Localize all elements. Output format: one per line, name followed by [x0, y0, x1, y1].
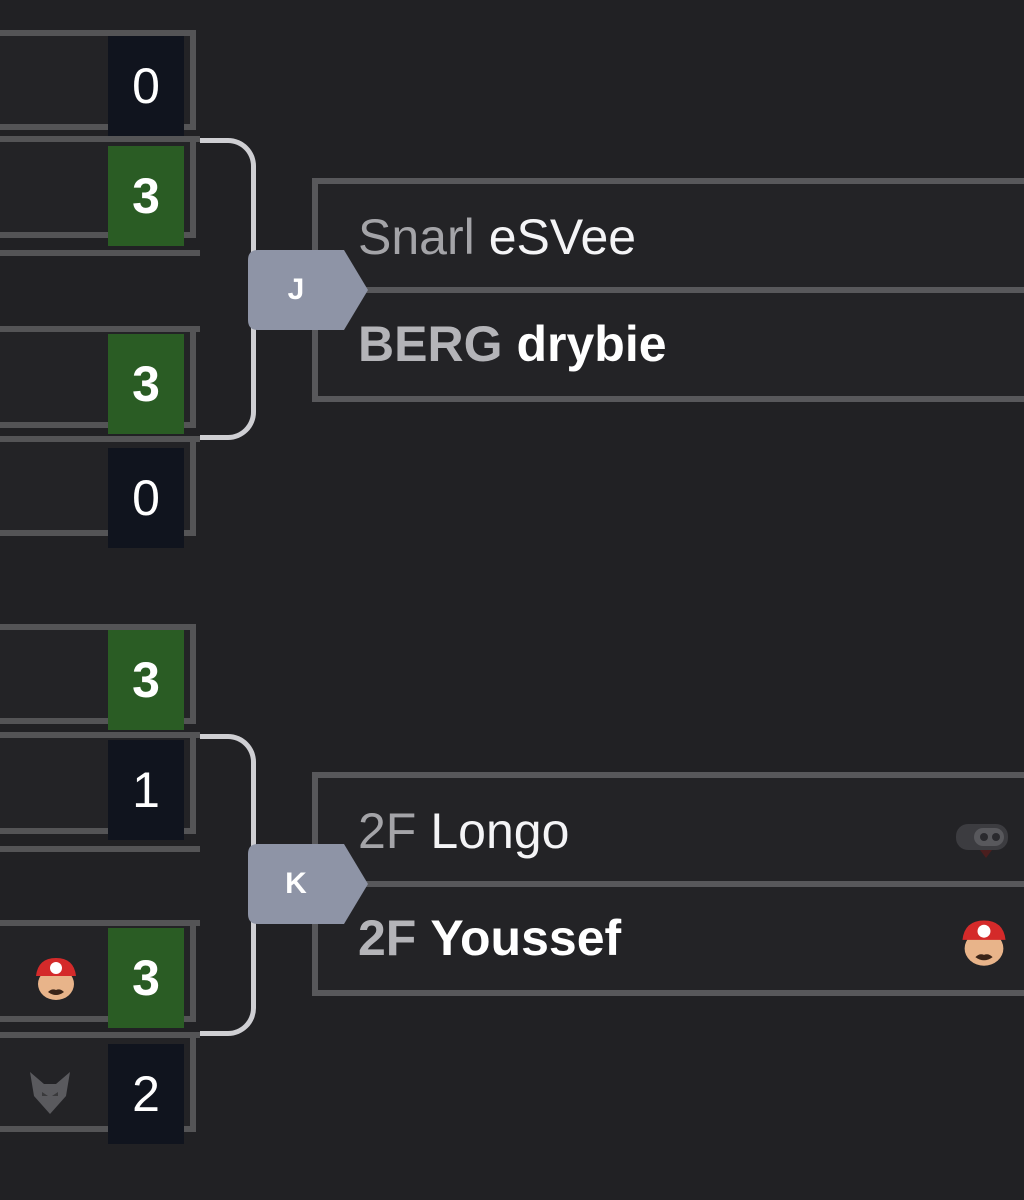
badge-shape-icon	[248, 250, 368, 330]
slot-divider	[0, 250, 200, 256]
slot-divider	[0, 920, 200, 926]
player-name: drybie	[516, 316, 667, 372]
slot-divider	[0, 136, 200, 142]
score-cell: 0	[108, 36, 184, 136]
character-icon	[956, 824, 1008, 858]
slot-divider	[0, 436, 200, 442]
slot-divider	[0, 326, 200, 332]
player-name: Longo	[430, 803, 570, 859]
prev-match-slot-7[interactable]: 3	[0, 922, 196, 1028]
match-j-player-bottom[interactable]: BERG drybie	[358, 299, 1024, 389]
match-card-k[interactable]: 2F Longo 2F Youssef	[312, 772, 1024, 996]
prev-match-slot-6[interactable]: 1	[0, 734, 196, 840]
match-j-player-top[interactable]: Snarl eSVee	[358, 192, 1024, 282]
team-prefix: BERG	[358, 316, 503, 372]
prev-match-slot-4[interactable]: 0	[0, 436, 196, 548]
player-name: Youssef	[430, 910, 622, 966]
match-k-player-top[interactable]: 2F Longo	[358, 786, 1024, 876]
card-divider	[318, 287, 1024, 293]
score-cell: 1	[108, 740, 184, 840]
score-cell: 3	[108, 334, 184, 434]
prev-match-slot-1[interactable]: 0	[0, 30, 196, 136]
match-label: J	[287, 273, 305, 306]
mario-icon	[36, 958, 76, 1000]
prev-match-slot-3[interactable]: 3	[0, 328, 196, 434]
match-card-j[interactable]: Snarl eSVee BERG drybie	[312, 178, 1024, 402]
score-cell: 3	[108, 630, 184, 730]
prev-match-slot-5[interactable]: 3	[0, 624, 196, 730]
prev-match-slot-8[interactable]: 2	[0, 1032, 196, 1144]
match-badge-k[interactable]: K	[248, 844, 368, 924]
wolf-icon	[30, 1072, 70, 1114]
prev-match-slot-2[interactable]: 3	[0, 138, 196, 246]
card-divider	[318, 881, 1024, 887]
score-cell: 3	[108, 146, 184, 246]
score-cell: 0	[108, 448, 184, 548]
badge-shape-icon	[248, 844, 368, 924]
match-k-player-bottom[interactable]: 2F Youssef	[358, 893, 1024, 983]
player-name: eSVee	[488, 209, 637, 265]
slot-divider	[0, 846, 200, 852]
team-prefix: Snarl	[358, 209, 475, 265]
slot-divider	[0, 1032, 200, 1038]
team-prefix: 2F	[358, 803, 417, 859]
team-prefix: 2F	[358, 910, 417, 966]
match-label: K	[285, 867, 307, 900]
mario-icon	[962, 920, 1006, 966]
score-cell: 3	[108, 928, 184, 1028]
slot-divider	[0, 732, 200, 738]
score-cell: 2	[108, 1044, 184, 1144]
match-badge-j[interactable]: J	[248, 250, 368, 330]
